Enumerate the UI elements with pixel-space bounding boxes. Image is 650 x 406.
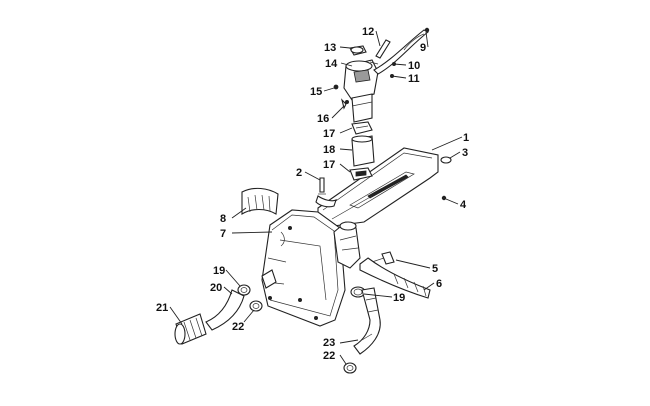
callout-20: 20: [210, 282, 222, 294]
callout-22-left: 22: [232, 321, 244, 333]
filter-stack: [349, 121, 375, 181]
callout-3: 3: [462, 147, 468, 159]
callout-11: 11: [408, 73, 420, 85]
callout-19-left: 19: [213, 265, 225, 277]
callout-22-bottom: 22: [323, 350, 335, 362]
leader-lines: [169, 30, 463, 365]
hose-21: [174, 313, 207, 345]
callouts: 1 2 3 4 5 6 7 8 9 10 11 12 13 14 15 16 1…: [156, 26, 469, 362]
callout-15: 15: [310, 86, 322, 98]
callout-2: 2: [296, 167, 302, 179]
callout-7: 7: [220, 228, 226, 240]
callout-13: 13: [324, 42, 336, 54]
cover-panel: [317, 147, 439, 229]
fasteners: [315, 156, 452, 208]
callout-23: 23: [323, 337, 335, 349]
callout-17-top: 17: [323, 128, 335, 140]
callout-5: 5: [432, 263, 438, 275]
callout-10: 10: [408, 60, 420, 72]
left-outlet: [205, 269, 277, 331]
callout-21: 21: [156, 302, 168, 314]
callout-4: 4: [460, 199, 467, 211]
callout-14: 14: [325, 58, 338, 70]
clamp-22-bottom: [343, 362, 357, 374]
pump-assembly: [333, 45, 379, 123]
tank-body: [261, 209, 346, 327]
callout-12: 12: [362, 26, 374, 38]
lower-hose-23: [353, 287, 381, 355]
fitting-5: [371, 251, 395, 265]
callout-1: 1: [463, 132, 469, 144]
callout-18: 18: [323, 144, 335, 156]
callout-17-bottom: 17: [323, 159, 335, 171]
insulation-sheet: [241, 187, 279, 215]
outlet-hose-6: [359, 257, 431, 299]
callout-6: 6: [436, 278, 442, 290]
callout-19-right: 19: [393, 292, 405, 304]
callout-16: 16: [317, 113, 329, 125]
callout-9: 9: [420, 42, 426, 54]
callout-8: 8: [220, 213, 226, 225]
filler-neck: [333, 221, 361, 269]
